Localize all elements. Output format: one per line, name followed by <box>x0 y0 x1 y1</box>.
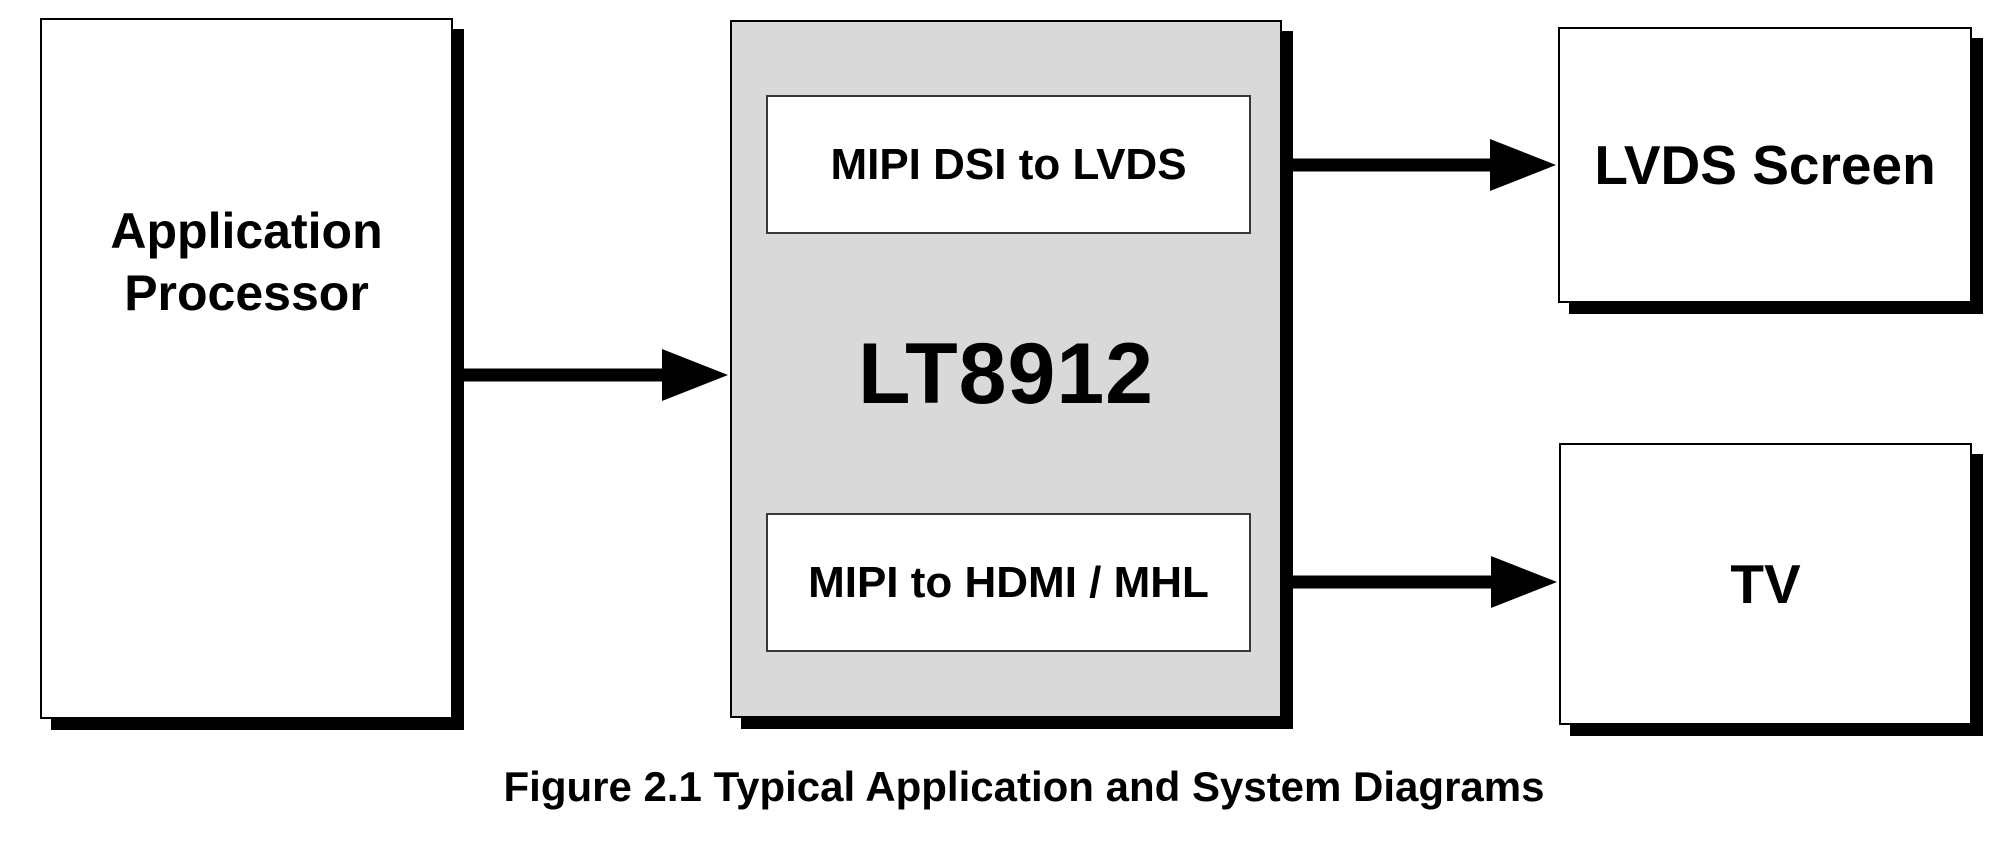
tv-label: TV <box>1730 553 1801 615</box>
lt8912-chip-box: MIPI DSI to LVDS LT8912 MIPI to HDMI / M… <box>730 20 1282 718</box>
mipi-to-hdmi-mhl-block: MIPI to HDMI / MHL <box>766 513 1251 652</box>
lvds-screen-label: LVDS Screen <box>1594 134 1936 196</box>
mipi-dsi-to-lvds-label: MIPI DSI to LVDS <box>830 139 1187 189</box>
tv-box: TV <box>1559 443 1972 725</box>
application-processor-box: Application Processor <box>40 18 453 719</box>
lvds-screen-box: LVDS Screen <box>1558 27 1972 303</box>
arrow-chip-to-tv <box>1290 556 1557 608</box>
arrow-app-to-chip <box>455 349 728 401</box>
application-processor-label: Application Processor <box>110 203 383 321</box>
lt8912-label: LT8912 <box>858 326 1154 422</box>
mipi-to-hdmi-mhl-label: MIPI to HDMI / MHL <box>808 557 1209 607</box>
figure-caption: Figure 2.1 Typical Application and Syste… <box>503 763 1545 810</box>
mipi-dsi-to-lvds-block: MIPI DSI to LVDS <box>766 95 1251 234</box>
arrow-chip-to-lvds-screen <box>1290 139 1556 191</box>
